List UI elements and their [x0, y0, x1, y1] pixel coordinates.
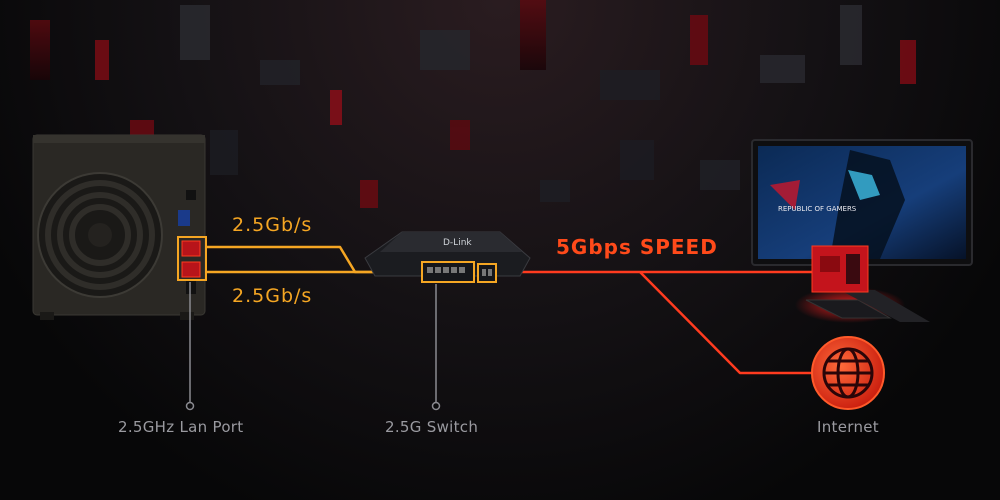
usb-port	[178, 210, 190, 226]
network-card	[811, 245, 869, 293]
switch-uplink-port	[477, 263, 497, 283]
switch-brand-label: D-Link	[443, 238, 472, 248]
upper-link-speed: 2.5Gb/s	[232, 214, 313, 236]
gaming-monitor	[751, 139, 973, 323]
switch-device	[364, 231, 531, 283]
nas-device	[32, 134, 206, 320]
background-blocks	[30, 0, 916, 208]
switch-pointer-dot	[431, 401, 441, 411]
callout-pointers	[185, 282, 441, 411]
rog-logo	[770, 180, 800, 210]
lan-port-caption: 2.5GHz Lan Port	[118, 418, 244, 436]
internet-link	[639, 271, 812, 375]
lower-link-speed: 2.5Gb/s	[232, 285, 313, 307]
monitor-brand-label: REPUBLIC OF GAMERS	[778, 205, 857, 213]
output-link-speed: 5Gbps SPEED	[556, 235, 718, 259]
lan-port-highlight	[177, 236, 207, 281]
internet-caption: Internet	[817, 418, 879, 436]
lan-port-pointer-dot	[185, 401, 195, 411]
switch-caption: 2.5G Switch	[385, 418, 479, 436]
internet-globe	[811, 336, 885, 410]
